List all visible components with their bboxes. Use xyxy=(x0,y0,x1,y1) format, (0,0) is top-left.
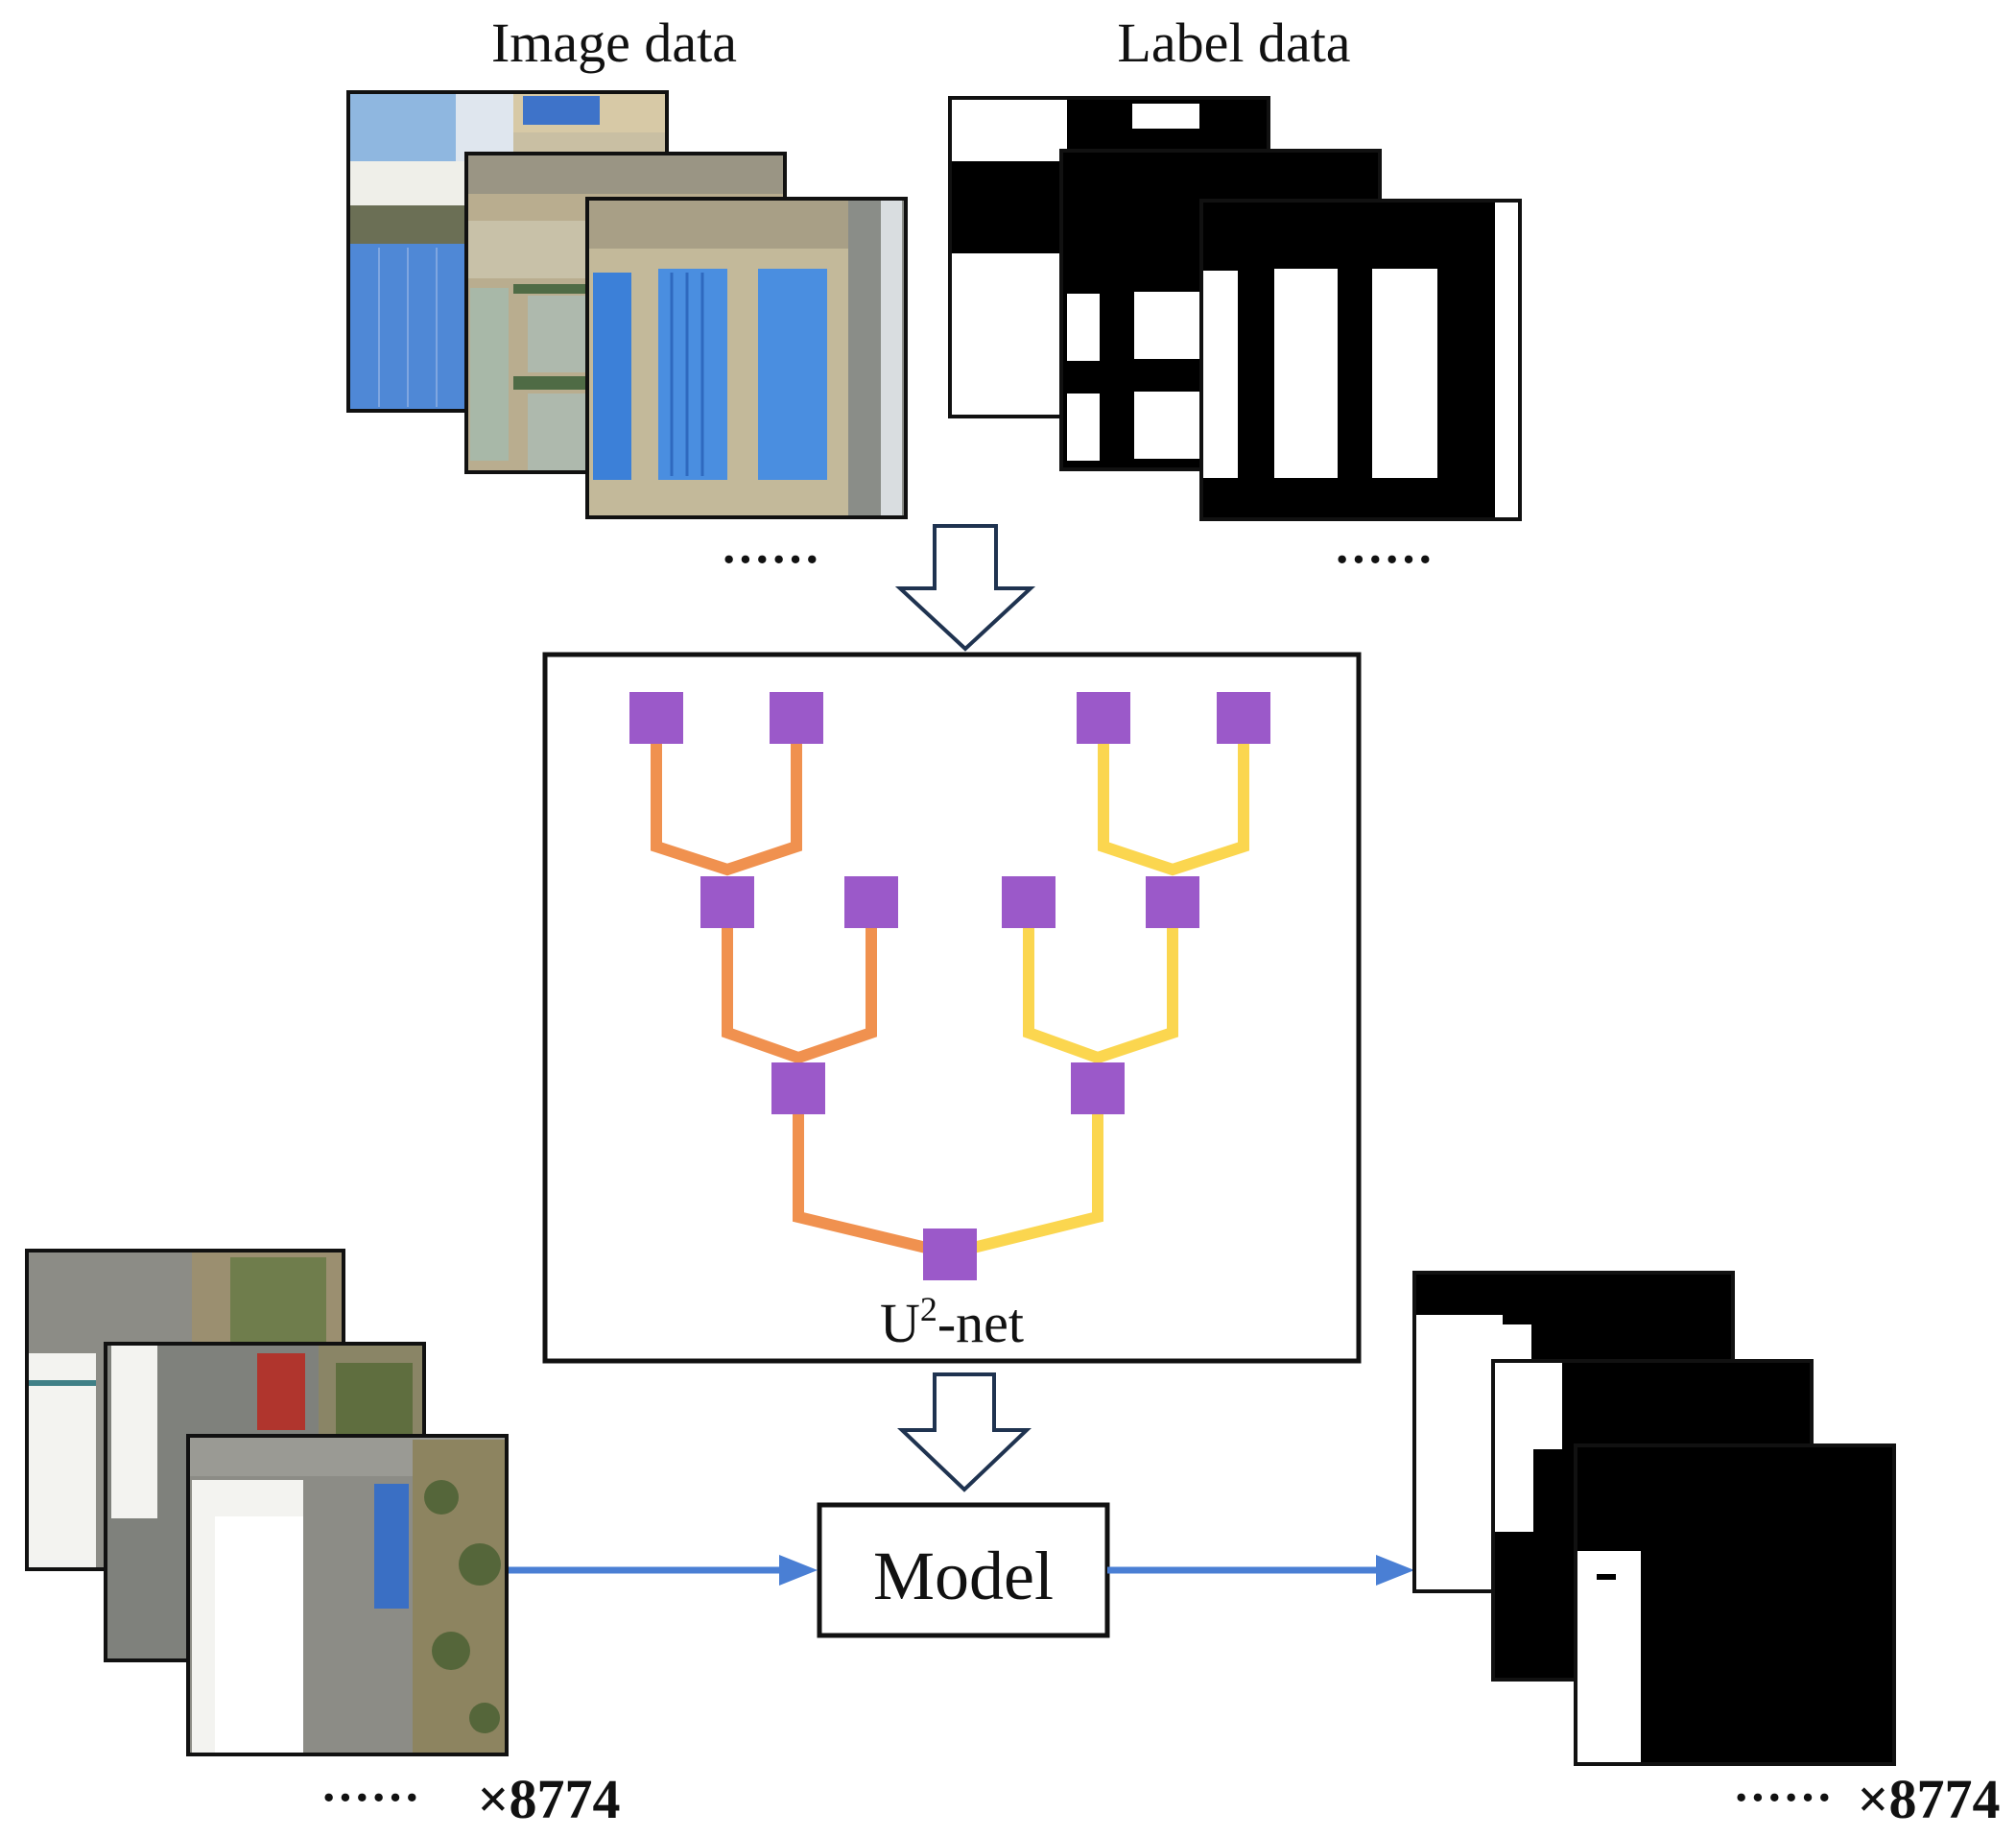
input-ellipsis: ······ xyxy=(320,1771,420,1825)
output-label-stack xyxy=(1412,1271,1896,1766)
network-name-superscript: 2 xyxy=(920,1290,937,1328)
node xyxy=(923,1229,977,1280)
output-tile-front xyxy=(1574,1443,1896,1766)
label-data-ellipsis: ······ xyxy=(1334,533,1434,587)
network-name-base: U xyxy=(880,1292,920,1354)
node xyxy=(700,876,754,928)
label-tile-front xyxy=(1199,199,1522,521)
input-count: ×8774 xyxy=(477,1768,620,1830)
decoder-branch xyxy=(948,718,1249,1259)
u2net-box xyxy=(542,652,1362,1364)
model-box xyxy=(817,1502,1110,1638)
network-name: U2-net xyxy=(880,1290,1024,1354)
network-name-suffix: -net xyxy=(937,1292,1024,1354)
node xyxy=(770,692,823,744)
input-image-stack xyxy=(25,1249,509,1756)
node xyxy=(1077,692,1130,744)
encoder-branch xyxy=(651,718,952,1259)
right-arrow-icon xyxy=(507,1555,818,1586)
model-label: Model xyxy=(873,1538,1054,1614)
node xyxy=(771,1062,825,1114)
hollow-down-arrow-icon xyxy=(894,524,1036,652)
node xyxy=(629,692,683,744)
label-data-title: Label data xyxy=(1117,12,1350,74)
node xyxy=(1146,876,1199,928)
hollow-down-arrow-icon xyxy=(897,1372,1032,1492)
node xyxy=(1002,876,1055,928)
output-count: ×8774 xyxy=(1857,1768,2000,1830)
image-data-title: Image data xyxy=(491,12,737,74)
image-data-ellipsis: ······ xyxy=(721,533,820,587)
image-data-stack xyxy=(346,90,908,519)
right-arrow-icon xyxy=(1107,1555,1414,1586)
node xyxy=(1217,692,1270,744)
input-tile-front xyxy=(186,1434,509,1756)
node xyxy=(1071,1062,1125,1114)
network-nodes xyxy=(629,692,1270,1280)
output-ellipsis: ······ xyxy=(1733,1771,1833,1825)
image-tile-front xyxy=(585,197,908,519)
node xyxy=(844,876,898,928)
label-data-stack xyxy=(948,96,1522,521)
